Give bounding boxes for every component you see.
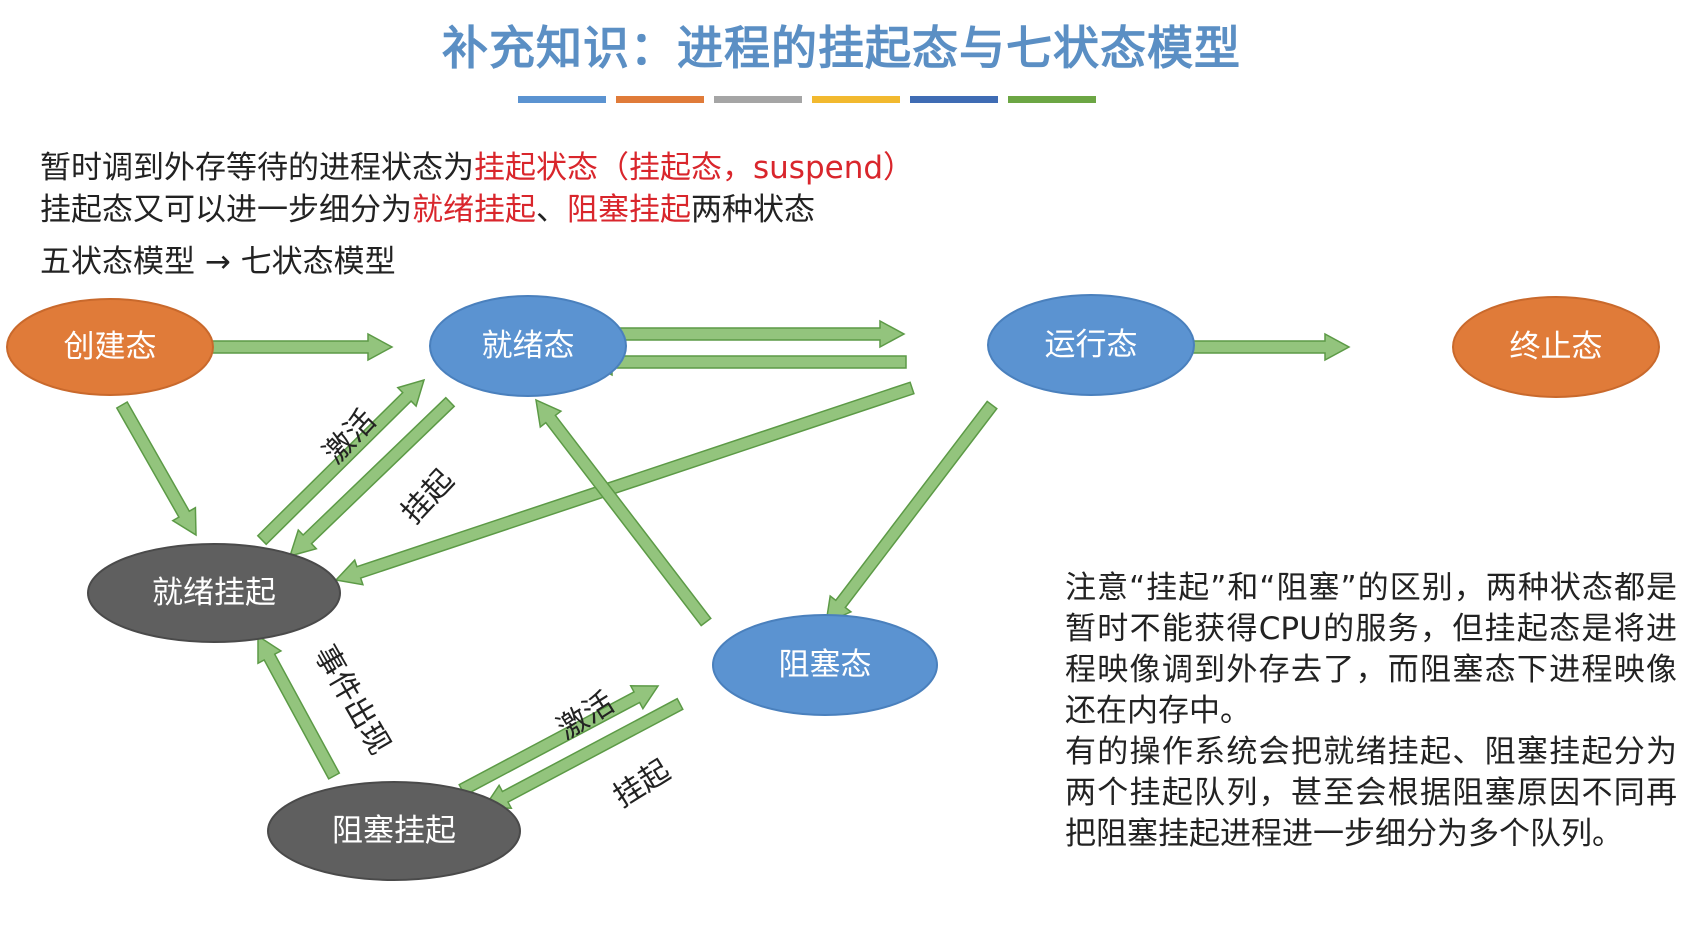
intro-text: 两种状态	[691, 192, 815, 228]
intro-highlight-blocked-suspend: 阻塞挂起	[567, 192, 691, 228]
color-bar-segment	[910, 96, 998, 103]
color-bar-segment	[616, 96, 704, 103]
node-terminated: 终止态	[1452, 296, 1660, 398]
node-ready-suspend-label: 就绪挂起	[152, 575, 276, 611]
intro-highlight-ready-suspend: 就绪挂起	[412, 192, 536, 228]
edge-label-suspend-ready: 挂起	[395, 463, 462, 531]
color-bar-segment	[518, 96, 606, 103]
arrow-create-to-ready-suspend	[115, 400, 197, 537]
node-running-label: 运行态	[1045, 327, 1138, 363]
edge-label-activate-ready: 激活	[317, 403, 384, 471]
intro-line-3: 五状态模型 → 七状态模型	[40, 244, 396, 280]
arrow-ready-suspend-to-ready	[256, 378, 426, 546]
note-paragraph-1: 注意“挂起”和“阻塞”的区别，两种状态都是暂时不能获得CPU的服务，但挂起态是将…	[1065, 570, 1677, 729]
note-paragraph-2: 有的操作系统会把就绪挂起、阻塞挂起分为两个挂起队列，甚至会根据阻塞原因不同再把阻…	[1065, 734, 1677, 852]
node-running: 运行态	[987, 294, 1195, 396]
arrow-running-to-ready	[586, 347, 907, 377]
arrow-blocked-suspend-to-blocked	[458, 685, 660, 797]
arrow-ready-to-ready-suspend	[288, 396, 456, 558]
node-terminated-label: 终止态	[1510, 329, 1603, 365]
node-blocked-suspend-label: 阻塞挂起	[332, 813, 456, 849]
node-ready: 就绪态	[429, 295, 627, 397]
node-blocked-suspend: 阻塞挂起	[267, 781, 521, 881]
node-create-label: 创建态	[64, 329, 157, 365]
color-bar-segment	[1008, 96, 1096, 103]
arrow-create-to-ready	[209, 332, 394, 362]
node-blocked-label: 阻塞态	[779, 647, 872, 683]
node-ready-label: 就绪态	[482, 328, 575, 364]
intro-highlight-suspend: 挂起状态（挂起态，suspend）	[474, 150, 915, 186]
page-title: 补充知识：进程的挂起态与七状态模型	[442, 21, 1241, 75]
arrow-running-to-blocked	[825, 400, 998, 625]
intro-separator: 、	[536, 192, 567, 228]
note-box: 注意“挂起”和“阻塞”的区别，两种状态都是暂时不能获得CPU的服务，但挂起态是将…	[1065, 568, 1677, 855]
intro-line-2: 挂起态又可以进一步细分为就绪挂起、阻塞挂起两种状态	[40, 184, 815, 229]
color-bar-segment	[714, 96, 802, 103]
edge-label-suspend-blocked: 挂起	[607, 753, 676, 814]
intro-line-1: 暂时调到外存等待的进程状态为挂起状态（挂起态，suspend）	[40, 142, 914, 187]
color-bar-segment	[812, 96, 900, 103]
arrow-blocked-to-ready	[535, 398, 712, 627]
arrow-running-to-ready-suspend	[334, 381, 915, 586]
node-create: 创建态	[6, 298, 214, 396]
node-blocked: 阻塞态	[712, 614, 938, 716]
intro-text: 暂时调到外存等待的进程状态为	[40, 150, 474, 186]
arrow-ready-to-running	[593, 319, 906, 349]
title-color-bar	[518, 96, 1096, 103]
transition-arrows	[115, 319, 1351, 809]
intro-text: 挂起态又可以进一步细分为	[40, 192, 412, 228]
arrow-blocked-suspend-to-ready-suspend	[257, 634, 341, 780]
node-ready-suspend: 就绪挂起	[87, 543, 341, 643]
